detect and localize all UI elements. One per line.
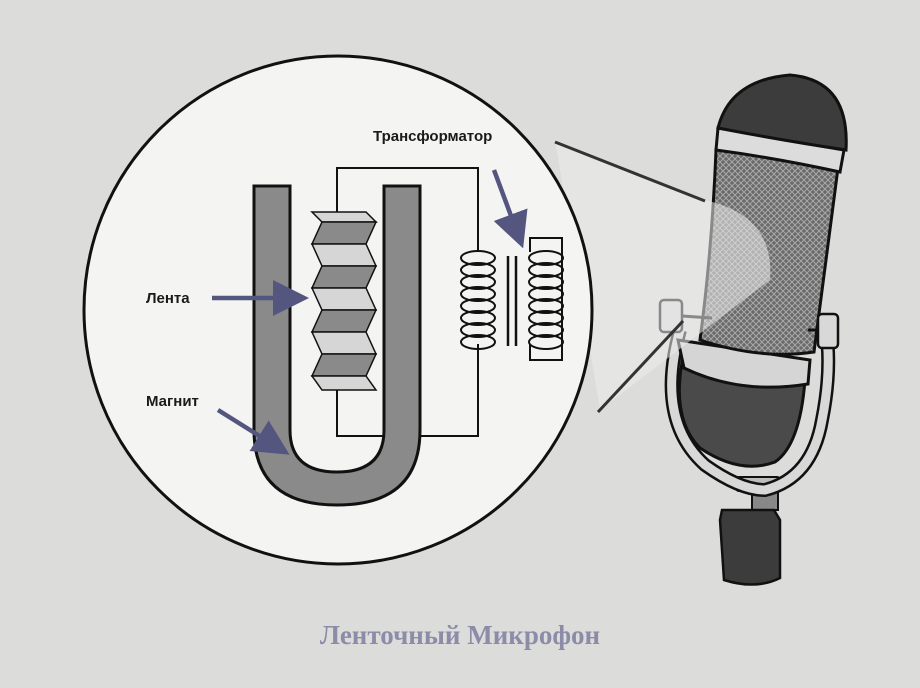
magnet-arrow [216,408,290,455]
magnifier-line-bottom [596,319,685,414]
ribbon-icon [310,211,378,391]
transformer-coil-icon [460,250,564,350]
diagram-title: Ленточный Микрофон [320,620,600,650]
callout-arrows [212,169,528,455]
ribbon-label: Лента [146,290,190,307]
magnet-label: Магнит [146,393,199,410]
magnifier-cone [555,140,771,410]
transformer-arrow [491,169,528,249]
horseshoe-magnet-icon [252,184,422,507]
transformer-label: Трансформатор [373,128,492,145]
magnifier-line-top [554,140,706,203]
